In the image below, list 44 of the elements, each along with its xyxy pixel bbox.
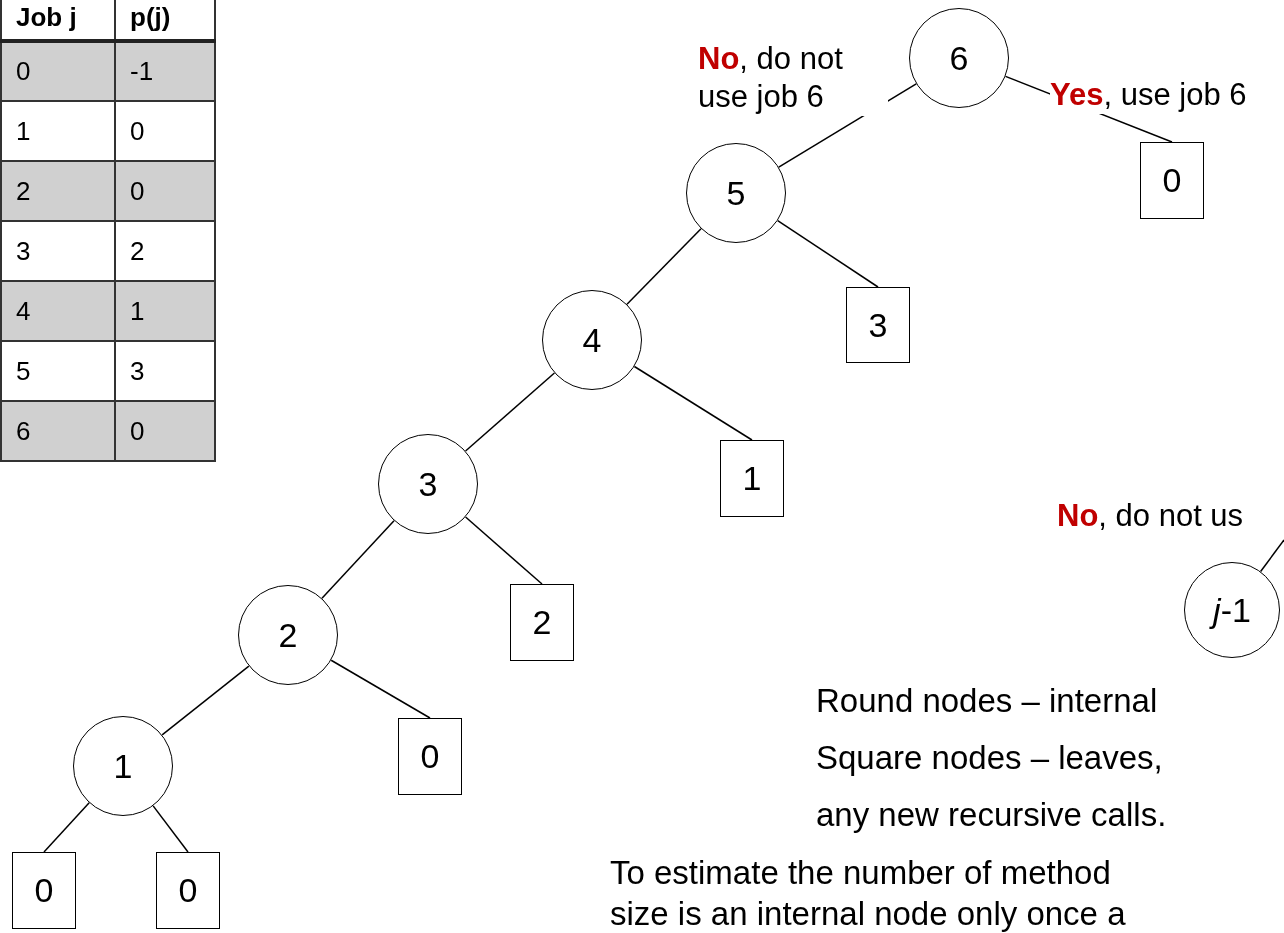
tree-edge <box>464 516 543 585</box>
internal-node-circle: 3 <box>378 434 478 534</box>
leaf-node-square: 0 <box>156 852 220 929</box>
tree-edge <box>330 659 431 719</box>
leaf-node-square: 3 <box>846 287 910 363</box>
tree-edge <box>633 365 753 441</box>
internal-node-circle: 5 <box>686 143 786 243</box>
tree-edge <box>626 227 702 306</box>
tree-edge <box>152 805 189 853</box>
table-cell: 0 <box>115 401 215 461</box>
table-cell: 3 <box>1 221 115 281</box>
internal-node-circle: j-1 <box>1184 562 1280 658</box>
table-cell: 0 <box>115 101 215 161</box>
leaf-node-square: 0 <box>1140 142 1204 219</box>
table-cell: 3 <box>115 341 215 401</box>
note-text: Round nodes – internal <box>816 683 1158 719</box>
table-cell: 1 <box>115 281 215 341</box>
note-text: size is an internal node only once a <box>610 896 1126 932</box>
internal-node-circle: 6 <box>909 8 1009 108</box>
table-cell: 2 <box>1 161 115 221</box>
leaf-node-square: 1 <box>720 440 784 517</box>
note-text: To estimate the number of method <box>610 855 1111 891</box>
leaf-node-square: 0 <box>398 718 462 795</box>
note-text: any new recursive calls. <box>816 797 1167 833</box>
internal-node-circle: 4 <box>542 290 642 390</box>
tree-edge <box>776 219 879 288</box>
table-cell: 4 <box>1 281 115 341</box>
tree-edge <box>321 519 395 600</box>
table-cell: 0 <box>115 161 215 221</box>
tree-edge <box>1259 539 1284 573</box>
table-cell: -1 <box>115 41 215 101</box>
internal-node-circle: 2 <box>238 585 338 685</box>
table-cell: 2 <box>115 221 215 281</box>
tree-edge <box>161 665 250 736</box>
table-cell: 5 <box>1 341 115 401</box>
tree-edge <box>43 802 90 853</box>
table-cell: 1 <box>1 101 115 161</box>
tree-edge <box>464 372 556 452</box>
leaf-node-square: 2 <box>510 584 574 661</box>
internal-node-circle: 1 <box>73 716 173 816</box>
table-cell: 6 <box>1 401 115 461</box>
note-text: Square nodes – leaves, <box>816 740 1163 776</box>
leaf-node-square: 0 <box>12 852 76 929</box>
table-cell: 0 <box>1 41 115 101</box>
